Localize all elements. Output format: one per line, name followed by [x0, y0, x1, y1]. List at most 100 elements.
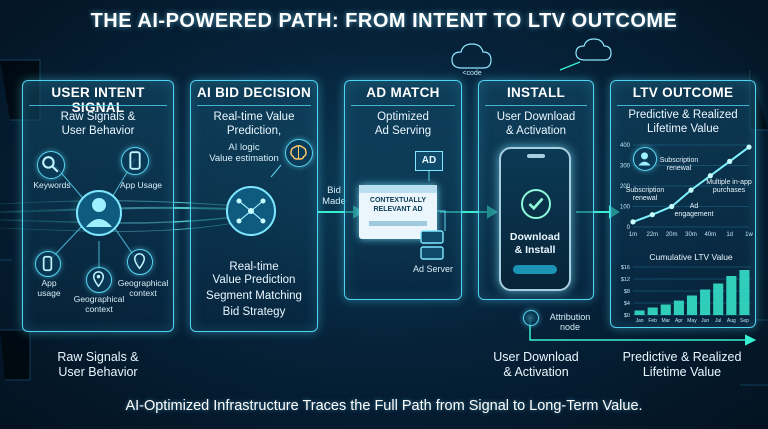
- phone-text-2: & Install: [514, 244, 556, 256]
- user-icon: [76, 190, 122, 236]
- x-tick-label: 22m: [646, 232, 658, 238]
- x-tick-label: Mar: [661, 318, 670, 324]
- y-tick-label: 300: [620, 164, 631, 170]
- attribution-node-icon: [523, 310, 539, 326]
- x-tick-label: May: [687, 318, 697, 324]
- ltv-bar: [647, 307, 658, 315]
- location-pin-icon: [86, 267, 112, 293]
- x-tick-label: Jun: [701, 318, 709, 324]
- x-tick-label: Aug: [727, 318, 736, 324]
- below-intent-2: User Behavior: [58, 365, 138, 379]
- ann-inapp-1: Multiple in-app: [706, 179, 752, 186]
- x-tick-label: Jan: [636, 318, 644, 324]
- ltv-bar: [686, 295, 698, 315]
- x-tick-label: 1d: [726, 232, 733, 238]
- ad-server-label: Ad Server: [412, 264, 454, 274]
- bid-subtitle-2: Prediction,: [226, 125, 282, 137]
- ann-sub-renewal-b-2: renewal: [632, 195, 658, 202]
- map-pin-icon: [127, 249, 153, 275]
- ltv-bar: [713, 283, 724, 315]
- below-ltv-1: Predictive & Realized: [622, 350, 742, 364]
- neural-network-icon: [226, 164, 282, 236]
- panel-divider: [617, 105, 749, 106]
- panel-ltv: LTV OUTCOME Predictive & Realized Lifeti…: [610, 80, 756, 328]
- ltv-line-point: [727, 158, 733, 164]
- install-button[interactable]: [513, 265, 557, 274]
- page-title: THE AI-POWERED PATH: FROM INTENT TO LTV …: [90, 10, 678, 32]
- y-tick-label: $12: [621, 277, 630, 283]
- panel-title-install: INSTALL: [506, 85, 566, 100]
- y-tick-label: 100: [620, 205, 631, 211]
- panel-title-bid: AI BID DECISION: [196, 85, 311, 100]
- bid-subtitle-1: Real-time Value: [213, 111, 295, 123]
- below-install-2: & Activation: [503, 365, 569, 379]
- ltv-line-point: [649, 212, 655, 218]
- attribution-label-1: Attribution: [549, 312, 591, 322]
- panel-title-ltv: LTV OUTCOME: [632, 85, 734, 100]
- code-label: <code: [462, 70, 482, 77]
- x-tick-label: 20m: [666, 232, 678, 238]
- install-subtitle-1: User Download: [496, 111, 576, 123]
- ann-sub-renewal-a-2: renewal: [666, 165, 692, 172]
- panel-title-intent: USER INTENT SIGNAL: [51, 85, 145, 115]
- phone-notch: [527, 154, 545, 158]
- ltv-bar: [739, 270, 750, 315]
- bid-lower-1: Real-time: [229, 261, 279, 273]
- below-install-1: User Download: [493, 350, 579, 364]
- phone-icon: [121, 147, 149, 175]
- ann-sub-renewal-b-1: Subscription: [625, 187, 665, 194]
- geo-right-2: context: [129, 288, 157, 298]
- footer-tagline: AI-Optimized Infrastructure Traces the F…: [125, 398, 643, 414]
- phone-text-1: Download: [509, 231, 561, 243]
- below-ltv-2: Lifetime Value: [642, 365, 722, 379]
- intent-subtitle-2: User Behavior: [61, 125, 135, 137]
- panel-divider: [197, 105, 311, 106]
- ann-engagement-2: engagement: [674, 211, 714, 218]
- ltv-subtitle-1: Predictive & Realized: [628, 109, 738, 121]
- panel-ai-bid: AI BID DECISION Real-time Value Predicti…: [190, 80, 318, 332]
- bid-lower-2: Value Prediction: [212, 274, 296, 286]
- contextual-label-1: CONTEXTUALLY: [369, 197, 427, 204]
- intent-subtitle-1: Raw Signals &: [60, 111, 136, 123]
- keywords-label: Keywords: [33, 180, 71, 190]
- panel-divider: [485, 105, 587, 106]
- geo-center-2: context: [85, 304, 113, 314]
- x-tick-label: 1w: [745, 232, 753, 238]
- ann-sub-renewal-a-1: Subscription: [659, 157, 699, 164]
- y-tick-label: $8: [624, 289, 630, 295]
- server-icon: [420, 171, 446, 260]
- y-tick-label: $16: [621, 265, 630, 271]
- ai-logic-2: Value estimation: [209, 153, 279, 164]
- contextual-ad-card: CONTEXTUALLY RELEVANT AD: [359, 185, 437, 239]
- match-subtitle-2: Ad Serving: [374, 125, 432, 137]
- ltv-bar: [673, 300, 684, 315]
- below-intent-1: Raw Signals &: [57, 350, 139, 364]
- intent-graphic: [48, 158, 140, 271]
- bid-lower-4: Bid Strategy: [222, 306, 286, 318]
- x-tick-label: 40m: [704, 232, 716, 238]
- panel-divider: [351, 105, 455, 106]
- ltv-line-point: [630, 219, 636, 225]
- ltv-line-point: [707, 173, 713, 179]
- bid-lower-3: Segment Matching: [206, 290, 302, 302]
- contextual-label-2: RELEVANT AD: [373, 206, 423, 213]
- check-icon: [521, 189, 551, 219]
- app-usage-left-1: App: [41, 278, 57, 288]
- app-icon: [35, 251, 61, 277]
- geo-right-1: Geographical: [117, 278, 169, 288]
- match-subtitle-1: Optimized: [377, 111, 429, 123]
- panel-install: INSTALL User Download & Activation Downl…: [478, 80, 594, 300]
- user-icon: [633, 147, 657, 171]
- card-header-bar: [359, 185, 437, 193]
- ltv-line-point: [688, 187, 694, 193]
- bid-made-2: Made: [322, 196, 346, 207]
- card-line: [369, 221, 427, 226]
- phone-mockup: Download & Install: [499, 147, 571, 291]
- ltv-bar: [660, 304, 671, 315]
- y-tick-label: $0: [624, 313, 630, 319]
- app-usage-left-2: usage: [37, 288, 61, 298]
- ad-creative-box: AD: [415, 151, 443, 171]
